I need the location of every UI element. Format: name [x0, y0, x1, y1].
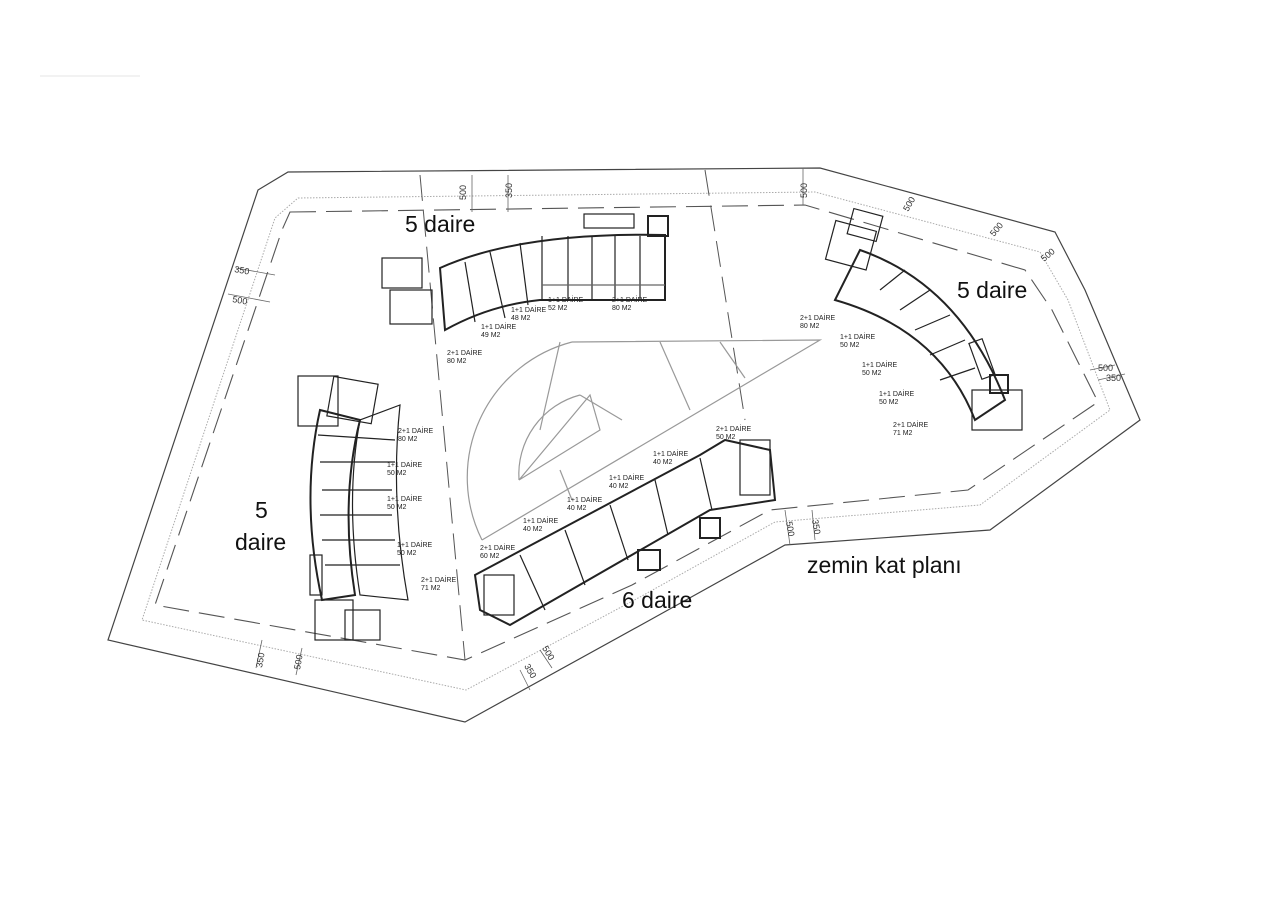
unit-type: 1+1 DAİRE	[609, 473, 645, 482]
dim-ne-500-a: 500	[901, 195, 917, 213]
unit-type: 1+1 DAİRE	[862, 360, 898, 369]
unit-area: 50 M2	[387, 470, 407, 477]
dim-south-500: 500	[540, 644, 556, 662]
dimension-ticks	[227, 168, 1126, 691]
unit-area: 52 M2	[548, 305, 568, 312]
unit-area: 50 M2	[879, 399, 899, 406]
west-block-label-word: daire	[235, 529, 286, 555]
site-boundary	[107, 167, 1141, 723]
unit-type: 2+1 DAİRE	[612, 295, 648, 304]
unit-type: 1+1 DAİRE	[511, 305, 547, 314]
dim-east-500: 500	[1098, 363, 1113, 373]
dim-top-350: 350	[504, 183, 514, 198]
unit-type: 2+1 DAİRE	[447, 348, 483, 357]
south-building-block	[473, 438, 777, 627]
south-block-label: 6 daire	[622, 587, 692, 613]
unit-area: 71 M2	[893, 430, 913, 437]
drawing-title: zemin kat planı	[807, 552, 962, 578]
east-building-block	[824, 207, 1023, 431]
unit-type: 1+1 DAİRE	[523, 516, 559, 525]
unit-area: 50 M2	[862, 370, 882, 377]
unit-area: 50 M2	[387, 504, 407, 511]
west-building-block	[297, 375, 409, 641]
south-unit-labels: 2+1 DAİRE 60 M2 1+1 DAİRE 40 M2 1+1 DAİR…	[480, 424, 752, 560]
unit-type: 2+1 DAİRE	[800, 313, 836, 322]
unit-area: 60 M2	[480, 553, 500, 560]
unit-area: 40 M2	[653, 459, 673, 466]
west-block-label-number: 5	[255, 497, 268, 523]
unit-type: 1+1 DAİRE	[387, 460, 423, 469]
dim-sw-350: 350	[254, 652, 266, 669]
west-unit-labels: 2+1 DAİRE 80 M2 1+1 DAİRE 50 M2 1+1 DAİR…	[387, 426, 457, 592]
east-block-label: 5 daire	[957, 277, 1027, 303]
unit-area: 49 M2	[481, 332, 501, 339]
unit-type: 1+1 DAİRE	[840, 332, 876, 341]
unit-type: 2+1 DAİRE	[421, 575, 457, 584]
unit-type: 1+1 DAİRE	[879, 389, 915, 398]
unit-area: 50 M2	[397, 550, 417, 557]
east-unit-labels: 2+1 DAİRE 80 M2 1+1 DAİRE 50 M2 1+1 DAİR…	[800, 313, 929, 437]
dim-west-500: 500	[232, 294, 249, 306]
unit-area: 80 M2	[800, 323, 820, 330]
setback-dotted-line	[141, 191, 1111, 691]
dim-se-500: 500	[784, 521, 796, 538]
unit-area: 50 M2	[840, 342, 860, 349]
unit-area: 40 M2	[523, 526, 543, 533]
unit-type: 1+1 DAİRE	[397, 540, 433, 549]
axis-dashed-west	[419, 174, 466, 661]
unit-area: 40 M2	[609, 483, 629, 490]
unit-type: 2+1 DAİRE	[398, 426, 434, 435]
dim-top-500: 500	[458, 185, 468, 200]
unit-area: 80 M2	[612, 305, 632, 312]
north-block-label: 5 daire	[405, 211, 475, 237]
unit-area: 80 M2	[447, 358, 467, 365]
unit-type: 2+1 DAİRE	[716, 424, 752, 433]
unit-type: 1+1 DAİRE	[481, 322, 517, 331]
unit-area: 71 M2	[421, 585, 441, 592]
dim-se-350: 350	[810, 519, 822, 536]
dim-ne-500-b: 500	[988, 220, 1005, 238]
dim-ne-500-c: 500	[1039, 246, 1057, 263]
north-building-block	[381, 213, 669, 332]
dim-south-350: 350	[522, 662, 538, 680]
unit-area: 50 M2	[716, 434, 736, 441]
dim-sw-500: 500	[292, 654, 304, 671]
unit-type: 2+1 DAİRE	[480, 543, 516, 552]
unit-area: 40 M2	[567, 505, 587, 512]
unit-area: 80 M2	[398, 436, 418, 443]
unit-type: 1+1 DAİRE	[548, 295, 584, 304]
unit-area: 48 M2	[511, 315, 531, 322]
axis-dashed-center	[704, 169, 746, 421]
central-landscape	[466, 339, 823, 541]
unit-type: 1+1 DAİRE	[653, 449, 689, 458]
dim-west-350: 350	[234, 264, 251, 276]
dim-east-350: 350	[1106, 373, 1121, 383]
north-unit-labels: 2+1 DAİRE 80 M2 1+1 DAİRE 49 M2 1+1 DAİR…	[447, 295, 648, 365]
unit-type: 1+1 DAİRE	[387, 494, 423, 503]
unit-type: 1+1 DAİRE	[567, 495, 603, 504]
dim-top-right-500: 500	[799, 183, 809, 198]
unit-type: 2+1 DAİRE	[893, 420, 929, 429]
building-line-dashed	[154, 204, 1099, 661]
